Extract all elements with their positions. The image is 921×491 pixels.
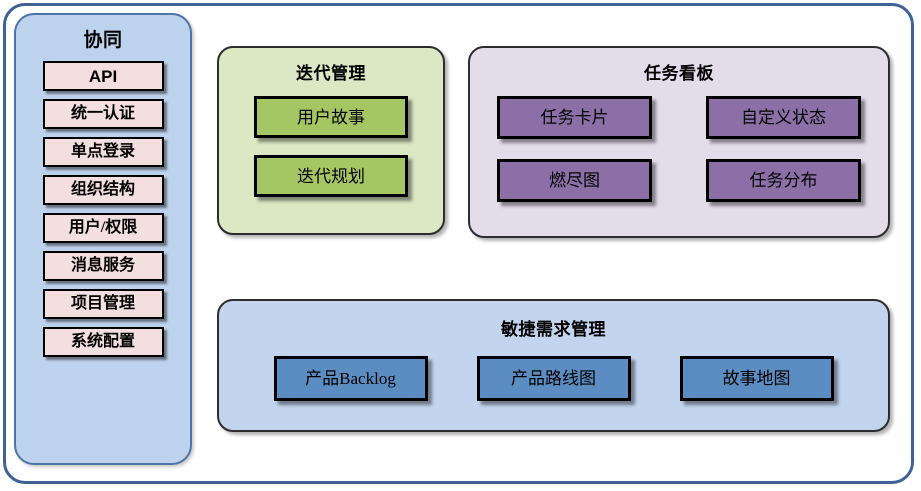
panel-iteration-management[interactable]: 迭代管理 用户故事 迭代规划: [217, 46, 445, 235]
sidebar-item-api[interactable]: API: [42, 61, 164, 91]
panel-task-board[interactable]: 任务看板 任务卡片 自定义状态 燃尽图 任务分布: [468, 46, 890, 238]
sidebar-title: 协同: [83, 30, 123, 51]
sidebar-item-label: 消息服务: [70, 257, 135, 274]
sidebar-item-label: API: [88, 66, 118, 86]
box-label: 用户故事: [297, 107, 365, 127]
box-product-backlog[interactable]: 产品Backlog: [273, 356, 428, 401]
panel-agile-requirements[interactable]: 敏捷需求管理 产品Backlog 产品路线图 故事地图: [217, 299, 890, 432]
sidebar-item-unified-auth[interactable]: 统一认证: [42, 99, 164, 129]
sidebar-panel-collaboration[interactable]: 协同 API 统一认证 单点登录 组织结构 用户/权限 消息服务 项目管理: [14, 13, 192, 465]
sidebar-item-label: 单点登录: [70, 143, 135, 160]
sidebar-item-label: 组织结构: [70, 181, 135, 198]
box-iteration-planning[interactable]: 迭代规划: [254, 155, 408, 197]
sidebar-item-label: 系统配置: [70, 333, 135, 350]
task-board-box-grid: 任务卡片 自定义状态 燃尽图 任务分布: [470, 96, 888, 202]
sidebar-item-sso[interactable]: 单点登录: [42, 137, 164, 167]
sidebar-item-user-permission[interactable]: 用户/权限: [42, 213, 164, 243]
agile-box-list: 产品Backlog 产品路线图 故事地图: [219, 356, 888, 401]
panel-title-iteration-management: 迭代管理: [296, 64, 366, 83]
sidebar-item-message-service[interactable]: 消息服务: [42, 251, 164, 281]
box-label: 燃尽图: [549, 171, 600, 190]
box-label: 产品路线图: [511, 369, 596, 388]
box-label: 产品Backlog: [305, 369, 396, 388]
box-label: 任务卡片: [540, 108, 609, 127]
sidebar-item-label: 用户/权限: [68, 219, 138, 236]
box-label: 自定义状态: [741, 108, 826, 127]
box-product-roadmap[interactable]: 产品路线图: [476, 356, 631, 401]
box-label: 任务分布: [749, 171, 818, 190]
box-user-story[interactable]: 用户故事: [254, 96, 408, 138]
iteration-box-list: 用户故事 迭代规划: [219, 96, 443, 197]
box-label: 故事地图: [722, 369, 791, 388]
sidebar-item-org-structure[interactable]: 组织结构: [42, 175, 164, 205]
box-story-map[interactable]: 故事地图: [679, 356, 834, 401]
box-custom-status[interactable]: 自定义状态: [706, 96, 861, 139]
panel-title-task-board: 任务看板: [644, 64, 714, 83]
panel-title-agile-requirements: 敏捷需求管理: [501, 320, 606, 339]
sidebar-item-list: API 统一认证 单点登录 组织结构 用户/权限 消息服务 项目管理 系统配置: [16, 61, 190, 357]
sidebar-item-system-config[interactable]: 系统配置: [42, 327, 164, 357]
sidebar-item-label: 项目管理: [70, 295, 135, 312]
box-label: 迭代规划: [297, 166, 365, 186]
box-task-distribution[interactable]: 任务分布: [706, 159, 861, 202]
sidebar-item-label: 统一认证: [70, 105, 135, 122]
sidebar-item-project-management[interactable]: 项目管理: [42, 289, 164, 319]
box-burndown-chart[interactable]: 燃尽图: [497, 159, 652, 202]
box-task-card[interactable]: 任务卡片: [497, 96, 652, 139]
